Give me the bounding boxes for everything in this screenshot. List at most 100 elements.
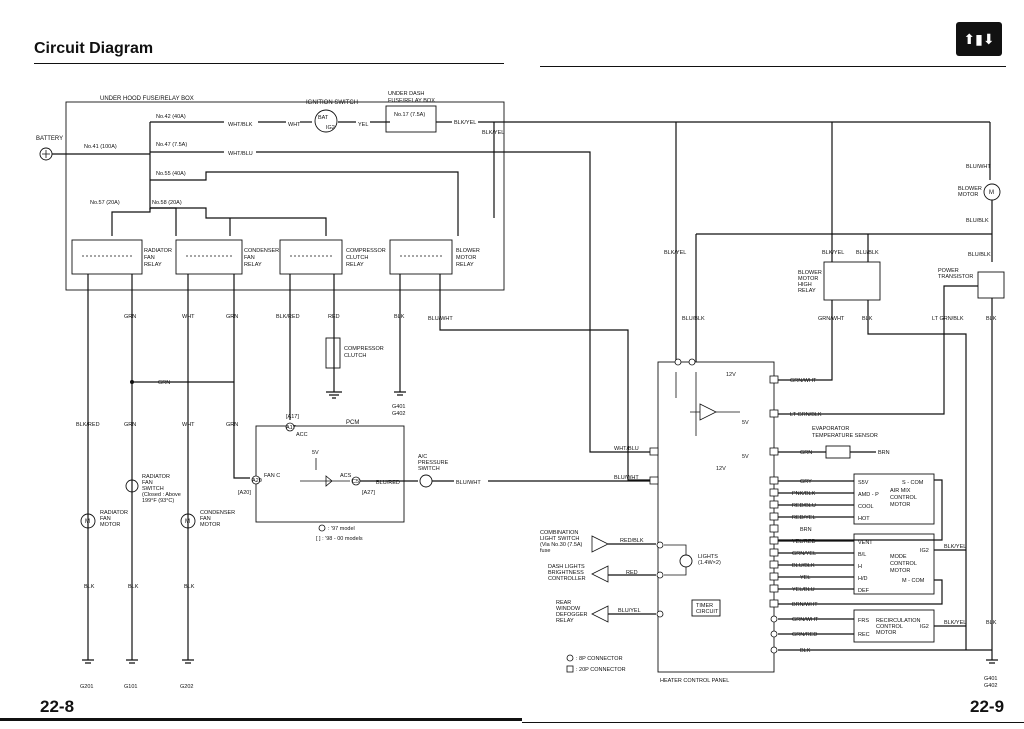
svg-text:GRN: GRN xyxy=(124,314,136,320)
ignition-switch xyxy=(314,109,338,133)
svg-text:BLOWER: BLOWER xyxy=(456,248,480,254)
svg-text:GRY: GRY xyxy=(800,479,812,485)
svg-text:M - COM: M - COM xyxy=(902,578,925,584)
svg-text:RED/YEL: RED/YEL xyxy=(792,515,816,521)
under-hood-fuse-box xyxy=(65,101,505,291)
svg-text:fuse: fuse xyxy=(540,548,550,554)
svg-text:WHT: WHT xyxy=(182,422,195,428)
blower-motor-relay: BLOWER MOTOR RELAY xyxy=(389,239,480,275)
svg-text:BLK: BLK xyxy=(128,584,139,590)
svg-text:H: H xyxy=(858,564,862,570)
svg-text:HOT: HOT xyxy=(858,516,870,522)
svg-text:BLK: BLK xyxy=(184,584,195,590)
svg-text:WHT: WHT xyxy=(182,314,195,320)
svg-text:WHT/BLK: WHT/BLK xyxy=(228,122,253,128)
svg-text:BLK/RED: BLK/RED xyxy=(76,422,100,428)
svg-text:: 8P CONNECTOR: : 8P CONNECTOR xyxy=(576,656,623,662)
compressor-clutch xyxy=(325,337,341,369)
svg-text:G402: G402 xyxy=(984,683,997,689)
svg-text:BLOWER: BLOWER xyxy=(958,186,982,192)
svg-text:G201: G201 xyxy=(80,684,93,690)
svg-text:MOTOR: MOTOR xyxy=(876,630,896,636)
svg-text:BLU/BLK: BLU/BLK xyxy=(856,250,879,256)
svg-text:BLU/WHT: BLU/WHT xyxy=(614,475,639,481)
timer-circuit xyxy=(691,599,721,617)
svg-text:[A20]: [A20] xyxy=(238,490,251,496)
svg-text:CONTROLLER: CONTROLLER xyxy=(548,576,586,582)
svg-text:RELAY: RELAY xyxy=(556,618,574,624)
svg-text:GRN/WHT: GRN/WHT xyxy=(818,316,845,322)
svg-text:M: M xyxy=(85,519,90,525)
svg-text:BLU/BLK: BLU/BLK xyxy=(792,563,815,569)
footer-rule-right xyxy=(522,722,1024,723)
svg-text:FAN: FAN xyxy=(142,480,153,486)
svg-text:BLK/YEL: BLK/YEL xyxy=(664,250,686,256)
svg-text:COMPRESSOR: COMPRESSOR xyxy=(346,248,386,254)
svg-text:RADIATOR: RADIATOR xyxy=(100,510,128,516)
svg-text:FAN: FAN xyxy=(144,255,155,261)
svg-text:AMD - P: AMD - P xyxy=(858,492,879,498)
svg-text:BAT: BAT xyxy=(318,115,329,121)
svg-text:LIGHTS: LIGHTS xyxy=(698,554,718,560)
under-dash-fuse-box xyxy=(385,105,437,133)
svg-text:BRN/WHT: BRN/WHT xyxy=(792,602,818,608)
svg-text:C5: C5 xyxy=(352,479,359,485)
svg-text:BRIGHTNESS: BRIGHTNESS xyxy=(548,570,584,576)
svg-text:RED/BLK: RED/BLK xyxy=(620,538,644,544)
svg-text:[A27]: [A27] xyxy=(362,490,375,496)
svg-text:IG2: IG2 xyxy=(326,125,335,131)
svg-text:: 20P CONNECTOR: : 20P CONNECTOR xyxy=(576,667,626,673)
svg-text:5V: 5V xyxy=(742,454,749,460)
pcm xyxy=(255,425,405,523)
svg-text:BLU/BLK: BLU/BLK xyxy=(966,218,989,224)
mode-control-motor xyxy=(853,533,935,595)
svg-text:B/L: B/L xyxy=(858,552,866,558)
svg-text:No.58 (20A): No.58 (20A) xyxy=(152,200,182,206)
svg-text:WINDOW: WINDOW xyxy=(556,606,581,612)
svg-text:BLK: BLK xyxy=(800,648,811,654)
svg-text:ACC: ACC xyxy=(296,432,308,438)
svg-text:BLOWER: BLOWER xyxy=(798,270,822,276)
svg-text:BLU/BLK: BLU/BLK xyxy=(682,316,705,322)
svg-text:199°F (93°C): 199°F (93°C) xyxy=(142,498,174,504)
svg-text:No.17 (7.5A): No.17 (7.5A) xyxy=(394,112,425,118)
svg-text:GRN: GRN xyxy=(226,314,238,320)
svg-text:YEL: YEL xyxy=(800,575,810,581)
svg-text:AIR MIX: AIR MIX xyxy=(890,488,911,494)
svg-text:COOL: COOL xyxy=(858,504,874,510)
svg-text:RED/BLU: RED/BLU xyxy=(792,503,816,509)
svg-text:POWER: POWER xyxy=(938,268,959,274)
svg-text:No.55 (40A): No.55 (40A) xyxy=(156,171,186,177)
svg-text:HEATER CONTROL PANEL: HEATER CONTROL PANEL xyxy=(660,678,729,684)
svg-text:No.47 (7.5A): No.47 (7.5A) xyxy=(156,142,187,148)
svg-text:TIMER: TIMER xyxy=(696,603,713,609)
svg-text:LIGHT SWITCH: LIGHT SWITCH xyxy=(540,536,579,542)
svg-text:A/C: A/C xyxy=(418,454,427,460)
svg-text:FAN: FAN xyxy=(200,516,211,522)
svg-text:RED: RED xyxy=(626,570,638,576)
svg-text:RELAY: RELAY xyxy=(456,262,474,268)
svg-text:TEMPERATURE SENSOR: TEMPERATURE SENSOR xyxy=(812,433,878,439)
page-number-right: 22-9 xyxy=(970,697,1005,716)
svg-text:ACS: ACS xyxy=(340,473,352,479)
svg-text:BLK: BLK xyxy=(394,314,405,320)
svg-text:No.41 (100A): No.41 (100A) xyxy=(84,144,117,150)
svg-text:WHT/BLU: WHT/BLU xyxy=(228,151,253,157)
svg-text:[A17]: [A17] xyxy=(286,414,299,420)
radiator-fan-switch xyxy=(125,479,139,493)
ignition-switch-label: IGNITION SWITCH xyxy=(306,100,358,106)
svg-text:S - COM: S - COM xyxy=(902,480,924,486)
svg-text:SWITCH: SWITCH xyxy=(142,486,164,492)
svg-text:CONTROL: CONTROL xyxy=(876,624,903,630)
svg-text:CONTROL: CONTROL xyxy=(890,561,917,567)
condenser-fan-motor xyxy=(180,513,196,529)
svg-text:LT GRN/BLK: LT GRN/BLK xyxy=(790,412,822,418)
svg-text:TRANSISTOR: TRANSISTOR xyxy=(938,274,973,280)
svg-text:RELAY: RELAY xyxy=(346,262,364,268)
svg-text:A20: A20 xyxy=(252,478,262,484)
svg-text:MOTOR: MOTOR xyxy=(890,502,910,508)
svg-text:G401: G401 xyxy=(984,676,997,682)
svg-text:MOTOR: MOTOR xyxy=(798,276,818,282)
svg-text:CONDENSER: CONDENSER xyxy=(200,510,235,516)
